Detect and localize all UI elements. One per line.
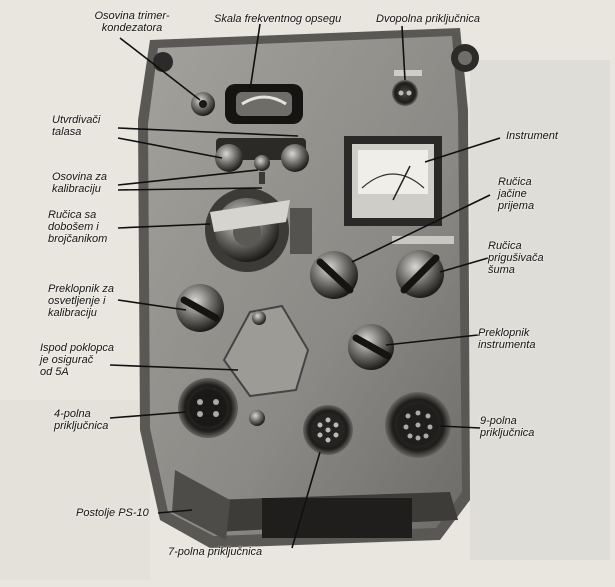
wave-lock-knobs (215, 138, 309, 172)
instrument-switch (348, 324, 394, 370)
label-reception-knob: Ručica jačine prijema (498, 176, 535, 212)
label-seven-pole-socket: 7-polna priključnica (168, 546, 263, 558)
label-frequency-scale: Skala frekventnog opsegu (214, 13, 342, 25)
label-nine-pole-socket: 9-polna priključnica (480, 415, 535, 439)
four-pole-socket (178, 378, 265, 438)
label-four-pole-socket: 4-polna priključnica (54, 408, 109, 432)
nine-pole-socket (385, 392, 451, 458)
seven-pole-socket (303, 405, 353, 455)
light-switch (176, 284, 224, 332)
instrument-meter (344, 136, 442, 226)
label-wave-lock: Utvrdivači talasa (52, 114, 101, 138)
label-stand: Postolje PS-10 (76, 507, 149, 519)
reception-knob (310, 251, 358, 299)
label-two-pole-socket: Dvopolna priključnica (376, 13, 480, 25)
label-instrument: Instrument (506, 130, 558, 142)
drum-tuning-knob (205, 188, 312, 272)
calibration-axis-knob (254, 155, 270, 184)
label-calibration-axis: Osovina za kalibraciju (52, 171, 108, 195)
label-noise-knob: Ručica prigušivača šuma (488, 240, 544, 276)
stand-base (172, 470, 458, 540)
label-light-switch: Preklopnik za osvetljenje i kalibraciju (48, 283, 115, 319)
label-trimmer-axis: Osovina trimer- kondezatora (94, 10, 170, 34)
background-texture (0, 60, 610, 580)
noise-knob (392, 236, 454, 298)
leader-lines (109, 23, 501, 549)
label-fuse-cover: Ispod poklopca je osigurač od 5A (40, 342, 114, 378)
label-instrument-switch: Preklopnik instrumenta (478, 327, 536, 351)
label-drum-knob: Ručica sa dobošem i brojčanikom (48, 209, 108, 245)
two-pole-socket (392, 70, 422, 106)
frequency-scale-window (225, 84, 303, 124)
fuse-cover (222, 304, 310, 398)
